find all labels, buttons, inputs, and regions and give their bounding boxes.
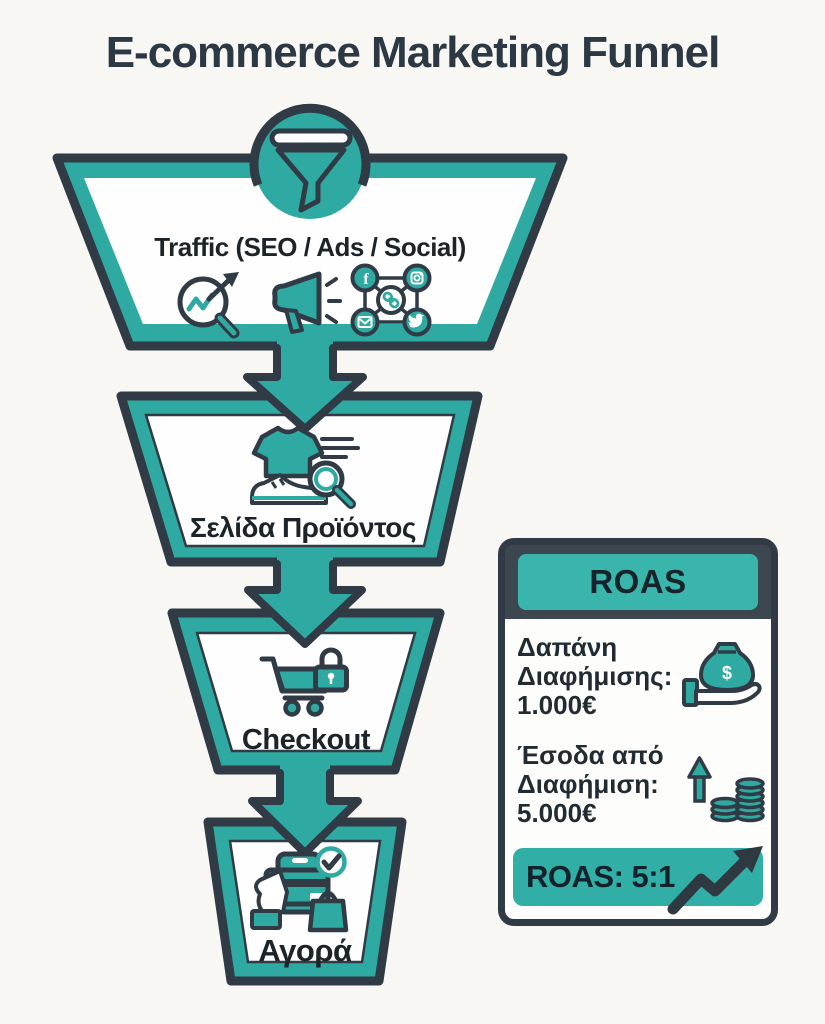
ad-spend-line: Διαφήμισης: [517,661,673,691]
roas-card-header: ROAS [505,545,771,619]
page-title: E-commerce Marketing Funnel [105,28,721,77]
ad-spend-amount: 1.000€ [517,690,597,720]
ad-spend-line: Δαπάνη [517,632,618,662]
stage-label-purchase: Αγορά [258,933,352,968]
megaphone-ads-icon [272,271,342,334]
coins-growth-icon [687,756,765,823]
product-search-icon [250,425,360,509]
trend-up-arrow-icon [667,846,763,915]
social-network-icon: f [350,263,432,337]
stage-label-traffic: Traffic (SEO / Ads / Social) [154,232,466,262]
ad-revenue-line: Διαφήμιση: [517,769,659,799]
mobile-payment-icon [250,846,349,933]
ad-spend-text: Δαπάνη Διαφήμισης: 1.000€ [517,633,672,720]
roas-card: ROAS Δαπάνη Διαφήμισης: 1.000€ $ Έσοδα α… [498,538,778,926]
funnel-stage-product-shape [116,391,483,567]
roas-result-label: ROAS: 5:1 [526,859,675,894]
roas-title: ROAS [518,554,758,610]
seo-analytics-icon [177,272,240,339]
funnel-icon [269,128,353,213]
stage-label-product-page: Σελίδα Προϊόντος [190,512,416,543]
roas-result-badge: ROAS: 5:1 [513,848,763,906]
stage-label-checkout: Checkout [241,724,371,756]
ad-revenue-line: Έσοδα από [517,740,664,770]
cart-lock-icon [259,647,349,717]
svg-text:f: f [363,271,369,288]
flow-arrow-2 [244,554,366,648]
ad-revenue-amount: 5.000€ [517,798,597,828]
flow-arrow-1 [243,338,367,433]
money-bag-hand-icon: $ [682,642,762,707]
svg-text:$: $ [722,663,732,683]
ad-revenue-text: Έσοδα από Διαφήμιση: 5.000€ [517,741,664,828]
